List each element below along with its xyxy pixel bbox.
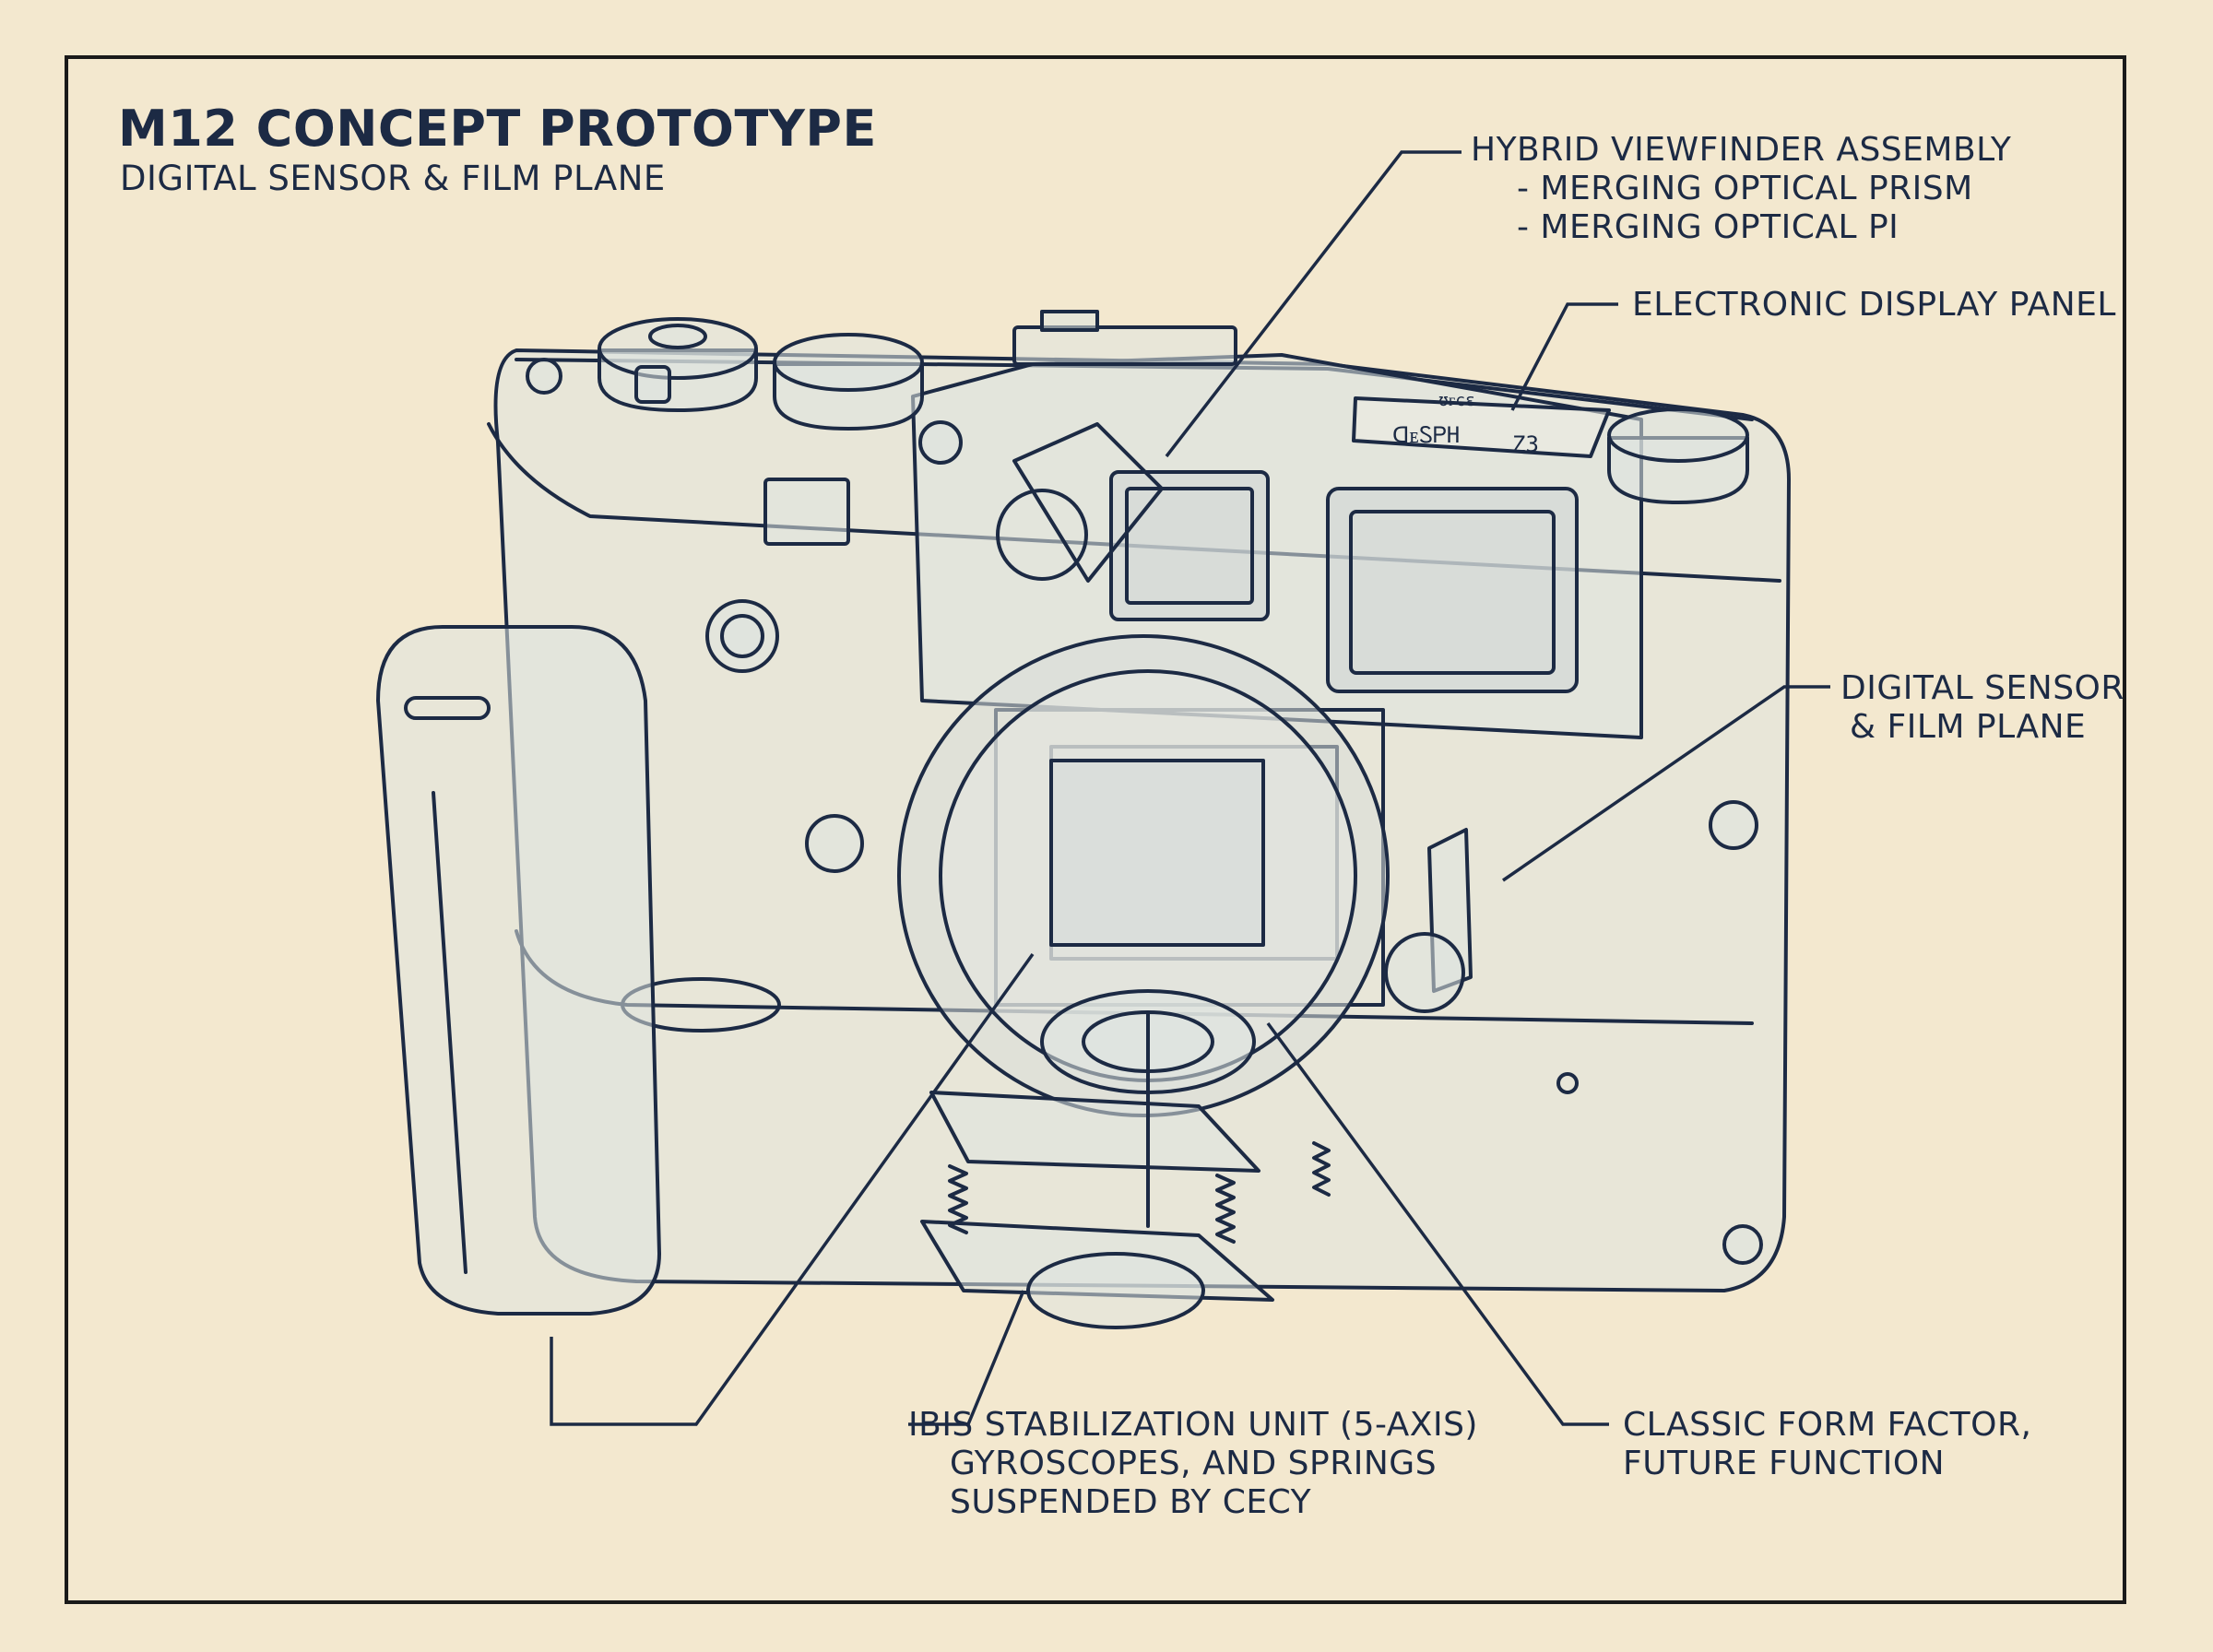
viewfinder-window-left xyxy=(1109,470,1270,621)
label-form-line-2: FUTURE FUNCTION xyxy=(1623,1445,1946,1482)
display-glyph-right: Z3 xyxy=(1512,431,1539,457)
electronic-display-panel xyxy=(1352,396,1611,458)
label-display-title: ELECTRONIC DISPLAY PANEL xyxy=(1632,286,2116,324)
label-sensor-line-2: & FILM PLANE xyxy=(1850,708,2087,746)
label-form: CLASSIC FORM FACTOR, FUTURE FUNCTION xyxy=(1623,1406,2031,1483)
label-viewfinder-item-2: - MERGING OPTICAL PI xyxy=(1517,208,1899,246)
leader-sensor xyxy=(1502,685,1830,882)
label-ibis-line-2: GYROSCOPES, AND SPRINGS xyxy=(950,1445,1438,1482)
label-viewfinder: HYBRID VIEWFINDER ASSEMBLY - MERGING OPT… xyxy=(1471,131,2011,247)
hot-shoe xyxy=(1012,325,1237,366)
ibis-base-disc xyxy=(1026,1252,1205,1329)
hot-shoe-tab xyxy=(1040,310,1099,332)
viewfinder-window-right-inner xyxy=(1349,510,1556,675)
leader-viewfinder xyxy=(1165,150,1462,458)
leader-form xyxy=(1266,1021,1609,1426)
prism-lens xyxy=(996,489,1088,581)
viewfinder-window-right xyxy=(1326,487,1579,693)
rewind-dial-top xyxy=(773,333,924,392)
sheet-frame xyxy=(65,55,2126,1604)
rangefinder-window xyxy=(763,478,850,546)
grip-line xyxy=(432,791,467,1274)
mode-dial-top xyxy=(1607,407,1749,463)
page-subtitle: DIGITAL SENSOR & FILM PLANE xyxy=(120,159,666,198)
label-form-line-1: CLASSIC FORM FACTOR, xyxy=(1623,1406,2032,1444)
leader-grip xyxy=(550,952,1035,1426)
mount-sensor-view xyxy=(1049,759,1265,947)
hand-grip xyxy=(376,625,661,1316)
dial-lock xyxy=(634,365,671,404)
leader-display xyxy=(1510,302,1618,411)
label-sensor-line-1: DIGITAL SENSOR xyxy=(1840,669,2124,707)
ibis-spring-right xyxy=(1215,1174,1236,1244)
label-viewfinder-title: HYBRID VIEWFINDER ASSEMBLY xyxy=(1471,131,2012,169)
label-display: ELECTRONIC DISPLAY PANEL xyxy=(1632,286,2116,324)
page-title: M12 CONCEPT PROTOTYPE xyxy=(118,100,877,158)
internal-prism xyxy=(1012,422,1164,583)
label-ibis-line-3: SUSPENDED BY CECY xyxy=(950,1483,1312,1521)
top-plate xyxy=(487,422,1781,583)
display-glyph-top: ʊᴦcɛ xyxy=(1438,391,1475,410)
label-sensor: DIGITAL SENSOR & FILM PLANE xyxy=(1840,669,2124,747)
label-viewfinder-item-1: - MERGING OPTICAL PRISM xyxy=(1517,170,1973,207)
ibis-spring-left xyxy=(948,1164,968,1234)
viewfinder-window-left-inner xyxy=(1125,487,1254,605)
side-lug xyxy=(1709,800,1758,850)
frame-selector xyxy=(918,420,963,465)
side-button xyxy=(805,814,864,873)
ibis-spring-back xyxy=(1312,1141,1331,1197)
lens-release-button-inner xyxy=(720,614,764,658)
label-ibis-line-1: IBIS STABILIZATION UNIT (5-AXIS) xyxy=(908,1406,1478,1444)
body-screw xyxy=(1556,1072,1579,1094)
shutter-button xyxy=(648,324,707,349)
lever-knob xyxy=(1384,932,1465,1013)
base-screw xyxy=(1722,1224,1763,1265)
ibis-upper-plate xyxy=(929,1091,1260,1173)
display-glyph-left: ᗡᴇᏚᏢH xyxy=(1392,422,1460,448)
leader-ibis xyxy=(908,1290,1025,1426)
strap-lug xyxy=(526,358,562,395)
grip-slot xyxy=(404,696,491,720)
label-ibis: IBIS STABILIZATION UNIT (5-AXIS) GYROSCO… xyxy=(908,1406,1478,1522)
